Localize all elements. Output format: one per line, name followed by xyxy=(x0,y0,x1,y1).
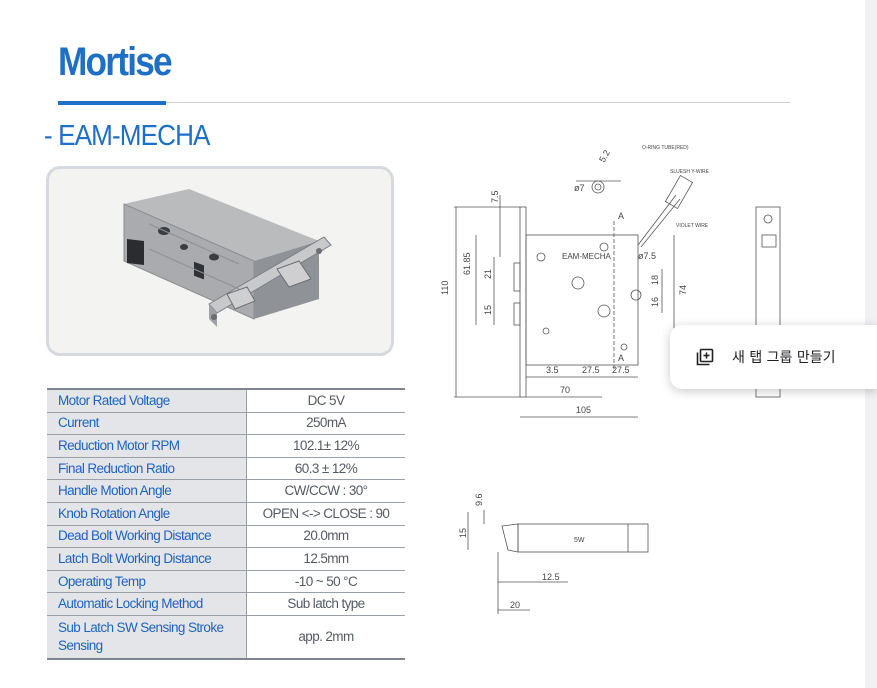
dim-label: 27.5 xyxy=(582,365,600,375)
spec-label: Current xyxy=(47,411,247,436)
spec-value: CW/CCW : 30° xyxy=(246,479,405,503)
dim-label: 15 xyxy=(483,305,493,315)
dim-label: 61.85 xyxy=(462,252,472,275)
menu-item-new-tab-group[interactable]: 새 탭 그룹 만들기 xyxy=(670,325,877,389)
dim-label: 15 xyxy=(458,528,468,538)
spec-label: Reduction Motor RPM xyxy=(47,434,247,458)
spec-label: Latch Bolt Working Distance xyxy=(47,547,247,571)
spec-value: app. 2mm xyxy=(246,614,405,660)
spec-label: Operating Temp xyxy=(47,569,247,594)
spec-label: Motor Rated Voltage xyxy=(47,387,247,413)
mortise-lock-illustration xyxy=(123,189,332,327)
dim-label: 20 xyxy=(510,600,520,610)
spec-value: 60.3 ± 12% xyxy=(246,456,405,481)
spec-label: Sub Latch SW Sensing Stroke Sensing xyxy=(47,614,247,660)
spec-value: DC 5V xyxy=(246,387,405,413)
spec-value: 20.0mm xyxy=(246,524,405,549)
dim-label: 74 xyxy=(678,285,688,295)
drawing-part-name: EAM-MECHA xyxy=(562,252,612,261)
dim-label: 18 xyxy=(650,275,660,285)
drawing-note: VIOLET WIRE xyxy=(676,223,709,229)
product-photo xyxy=(46,166,394,356)
dim-label: 9.6 xyxy=(474,493,484,506)
spec-label: Automatic Locking Method xyxy=(47,592,247,616)
dim-label: 5W xyxy=(574,537,585,544)
dim-label: 105 xyxy=(576,405,591,415)
dim-label: 70 xyxy=(560,385,570,395)
drawing-note: SLUESH Y-WIRE xyxy=(670,169,710,175)
dim-label: 12.5 xyxy=(542,572,560,582)
title-divider xyxy=(166,102,790,103)
dim-label: 5.2 xyxy=(597,148,612,164)
spec-value: Sub latch type xyxy=(246,592,405,616)
menu-item-label: 새 탭 그룹 만들기 xyxy=(732,350,836,366)
spec-label: Dead Bolt Working Distance xyxy=(47,524,247,549)
dim-label: 110 xyxy=(440,281,450,295)
spec-value: 102.1± 12% xyxy=(246,434,405,458)
dim-label: ø7.5 xyxy=(638,251,656,261)
spec-value: OPEN <-> CLOSE : 90 xyxy=(246,501,405,526)
drawing-note: O-RING TUBE(RED) xyxy=(642,145,689,151)
spec-label: Handle Motion Angle xyxy=(47,479,247,503)
spec-value: 250mA xyxy=(246,411,405,436)
dim-label: 21 xyxy=(483,269,493,279)
spec-value: 12.5mm xyxy=(246,547,405,571)
spec-label: Final Reduction Ratio xyxy=(47,456,247,481)
title-accent-bar xyxy=(58,101,166,105)
dim-label: ø7 xyxy=(574,183,585,193)
section-mark: A xyxy=(618,211,624,221)
technical-drawing: 110 61.85 7.5 21 15 3.5 27.5 27.5 70 105… xyxy=(440,145,781,418)
section-mark: A xyxy=(618,353,624,363)
product-subtitle: - EAM-MECHA xyxy=(44,120,210,152)
dim-label: 27.5 xyxy=(612,365,630,375)
page-title: Mortise xyxy=(58,40,173,84)
spec-value: -10 ~ 50 °C xyxy=(246,569,405,594)
add-to-group-icon xyxy=(696,348,714,366)
table-row: Operating Temp-10 ~ 50 °C xyxy=(47,569,405,594)
side-section-drawing: 9.6 15 12.5 20 5W xyxy=(458,493,649,614)
dim-label: 16 xyxy=(650,297,660,307)
context-menu: 새 탭 그룹 만들기 xyxy=(670,325,877,389)
dim-label: 7.5 xyxy=(490,190,500,203)
dim-label: 3.5 xyxy=(546,365,559,375)
spec-label: Knob Rotation Angle xyxy=(47,501,247,526)
